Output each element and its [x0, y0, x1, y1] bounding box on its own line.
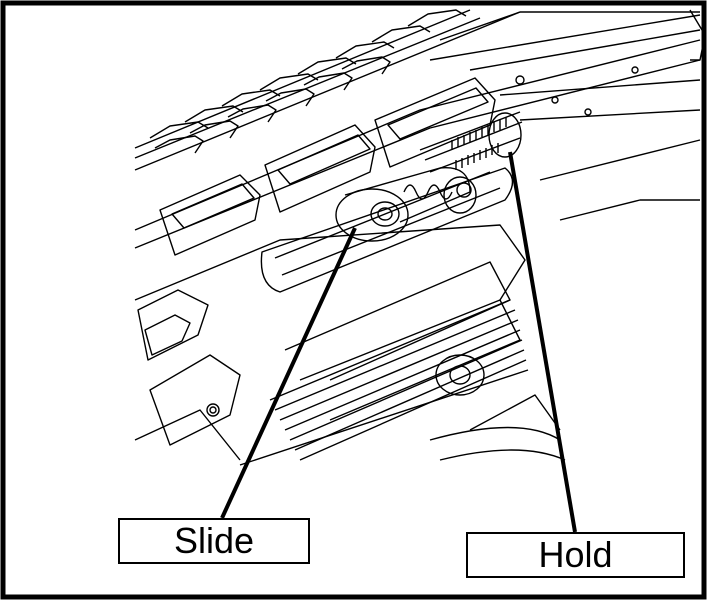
picatinny-rail — [134, 9, 521, 171]
leader-line-slide — [220, 227, 357, 519]
callout-label-slide: Slide — [118, 518, 310, 564]
slide-mechanism — [335, 167, 477, 242]
lower-grip-assembly — [134, 224, 566, 466]
callout-label-hold: Hold — [466, 532, 685, 578]
rail-slots — [159, 77, 496, 256]
rail-assembly-drawing — [134, 9, 706, 466]
leader-line-hold — [508, 151, 577, 533]
hold-serrations — [419, 111, 523, 173]
slide-track — [260, 167, 514, 293]
